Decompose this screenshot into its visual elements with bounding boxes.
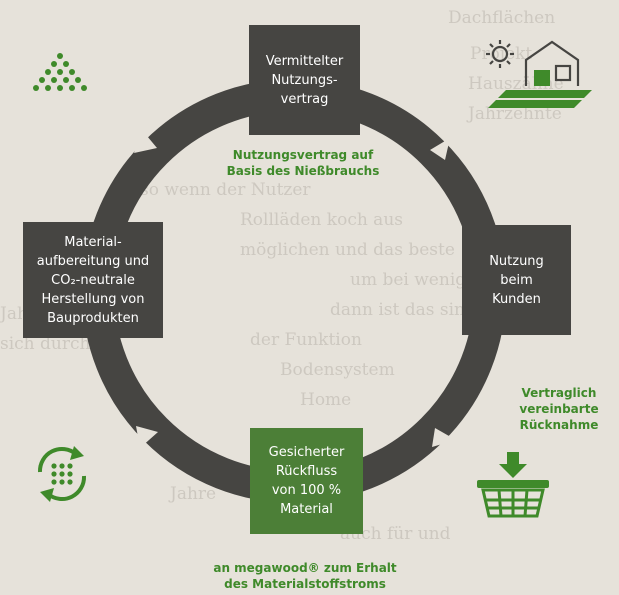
arrow-gap-top-left — [134, 130, 157, 153]
stage-box-contract: Vermittelter Nutzungs- vertrag — [249, 25, 360, 135]
arrow-gap-bottom-right — [432, 428, 456, 447]
arrow-gap-bottom-left — [136, 426, 158, 448]
stage-box-usage: Nutzung beim Kunden — [462, 225, 571, 335]
triangle-dots-icon — [33, 53, 87, 91]
house-sun-icon — [486, 40, 592, 108]
caption-usufruct: Nutzungsvertrag auf Basis des Nießbrauch… — [226, 148, 380, 178]
stage-box-return: Gesicherter Rückfluss von 100 % Material — [250, 428, 363, 534]
basket-icon — [477, 452, 549, 518]
caption-material-flow: an megawood® zum Erhalt des Materialstof… — [213, 561, 397, 591]
recycle-dots-icon — [37, 446, 87, 502]
caption-return: Vertraglich vereinbarte Rücknahme — [519, 386, 599, 432]
stage-box-production: Material- aufbereitung und CO₂-neutrale … — [23, 222, 163, 338]
arrow-gap-top-right — [430, 138, 450, 160]
